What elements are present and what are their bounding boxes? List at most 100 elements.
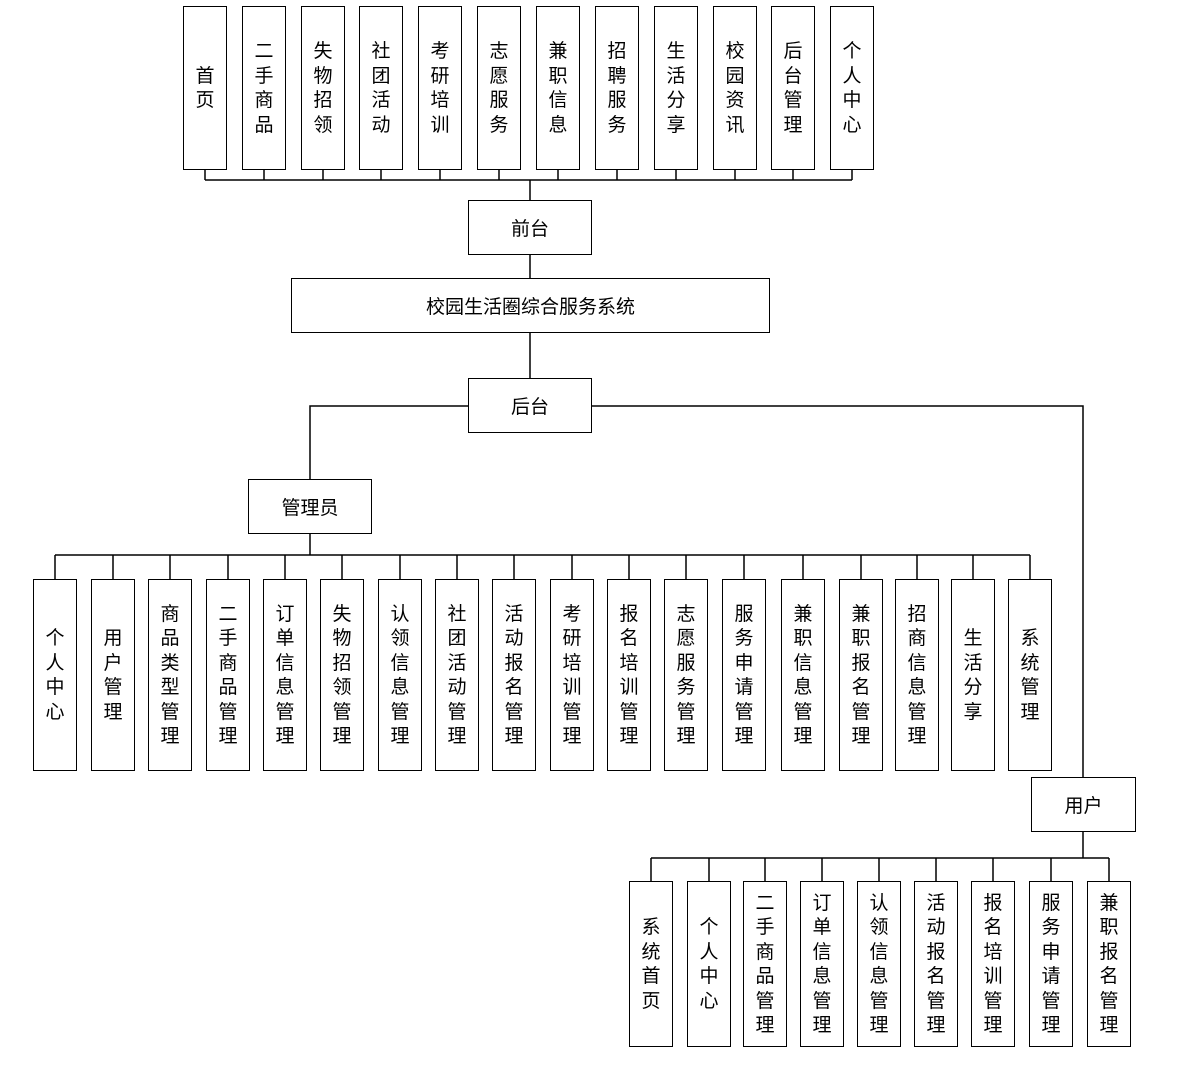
label-char: 首 [641,965,661,987]
node-label: 二手商品管理 [218,602,237,749]
node-label: 报名培训管理 [983,891,1002,1038]
label-char: 培 [619,651,639,674]
label-char: 校 [725,40,745,62]
node-label: 个人中心 [842,39,861,137]
label-char: 申 [734,651,754,674]
frontend-item-node: 个人中心 [830,6,874,170]
label-char: 管 [734,700,754,723]
node-label: 生活分享 [666,39,685,137]
label-char: 务 [676,676,696,698]
label-char: 理 [983,1014,1003,1036]
label-char: 品 [160,627,180,649]
admin-item-node: 系统管理 [1008,579,1052,771]
label-char: 理 [1041,1014,1061,1036]
admin-item-node: 活动报名管理 [492,579,536,771]
label-char: 分 [963,676,983,698]
label-char: 理 [218,725,238,747]
label-char: 理 [869,1014,889,1036]
label-char: 管 [926,989,946,1012]
label-char: 个 [699,916,719,938]
label-char: 领 [869,916,889,938]
label-char: 息 [548,113,568,136]
label-char: 息 [793,676,813,698]
user-item-node: 服务申请管理 [1029,881,1073,1047]
label-char: 名 [504,676,524,698]
label-char: 名 [1099,965,1119,987]
node-label: 招聘服务 [607,39,626,137]
user-node: 用户 [1031,777,1136,832]
label-char: 台 [783,64,803,87]
admin-item-node: 服务申请管理 [722,579,766,771]
label-char: 失 [313,40,333,62]
node-label: 系统首页 [641,915,660,1013]
node-label: 生活分享 [963,626,982,724]
label-char: 生 [666,40,686,62]
node-label: 失物招领管理 [332,602,351,749]
admin-item-node: 兼职报名管理 [839,579,883,771]
admin-item-node: 用户管理 [91,579,135,771]
label-char: 商 [907,627,927,649]
node-label: 兼职信息 [548,39,567,137]
system-root-node: 校园生活圈综合服务系统 [291,278,770,333]
node-label: 认领信息管理 [869,891,888,1038]
label-char: 理 [755,1014,775,1036]
node-label: 个人中心 [699,915,718,1013]
label-char: 研 [562,627,582,649]
label-char: 信 [548,89,568,111]
label-char: 首 [195,64,215,87]
label-char: 志 [489,40,509,62]
label-char: 理 [907,725,927,747]
label-char: 管 [562,700,582,723]
label-char: 人 [842,64,862,87]
label-char: 管 [504,700,524,723]
label-char: 名 [851,676,871,698]
label-char: 信 [390,651,410,674]
label-char: 动 [926,916,946,938]
admin-item-node: 认领信息管理 [378,579,422,771]
label-char: 资 [725,89,745,111]
frontend-item-node: 后台管理 [771,6,815,170]
label-char: 理 [160,725,180,747]
admin-item-node: 兼职信息管理 [781,579,825,771]
label-char: 用 [103,627,123,649]
label-char: 心 [842,113,862,136]
admin-item-node: 招商信息管理 [895,579,939,771]
label-char: 动 [447,676,467,698]
label-char: 务 [489,113,509,136]
label-char: 社 [371,40,391,62]
label-char: 信 [275,651,295,674]
label-char: 息 [869,965,889,987]
label-char: 活 [963,651,983,674]
label-char: 服 [676,651,696,674]
label-char: 报 [851,651,871,674]
label-char: 报 [1099,940,1119,963]
label-char: 招 [907,602,927,625]
label-char: 名 [619,627,639,649]
label-char: 商 [160,602,180,625]
label-char: 理 [676,725,696,747]
label-char: 招 [607,40,627,62]
label-char: 名 [926,965,946,987]
label-char: 理 [619,725,639,747]
label-char: 管 [812,989,832,1012]
frontend-item-node: 志愿服务 [477,6,521,170]
label-char: 请 [1041,965,1061,987]
label-char: 管 [447,700,467,723]
label-char: 理 [926,1014,946,1036]
admin-node: 管理员 [248,479,372,534]
label-char: 后 [783,40,803,62]
label-char: 管 [275,700,295,723]
label-char: 理 [812,1014,832,1036]
label-char: 管 [1099,989,1119,1012]
label-char: 报 [926,940,946,963]
label-char: 讯 [725,113,745,136]
node-label: 报名培训管理 [619,602,638,749]
label-char: 享 [963,700,983,723]
label-char: 分 [666,89,686,111]
node-label: 订单信息管理 [275,602,294,749]
label-char: 服 [734,602,754,625]
label-char: 培 [562,651,582,674]
admin-item-node: 社团活动管理 [435,579,479,771]
label-char: 服 [607,89,627,111]
